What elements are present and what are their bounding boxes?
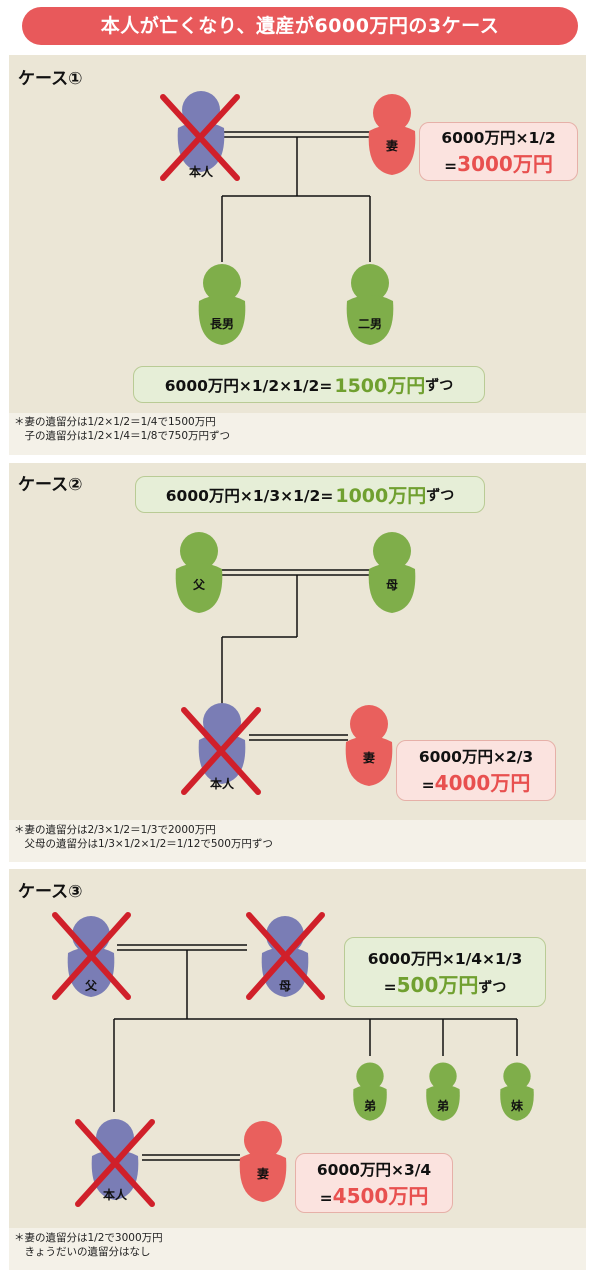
case1-wife-equals: = [444, 157, 458, 175]
case3-sibling-equals: = [383, 977, 397, 996]
case1-child-suffix: ずつ [425, 377, 454, 394]
case2-mother-figure [368, 532, 416, 613]
case3-sibling-share-box: 6000万円×1/4×1/3 =500万円ずつ [344, 937, 546, 1007]
case2-self-cross-icon [181, 707, 261, 795]
case3-brother2-name: 弟 [437, 1098, 449, 1113]
case2-wife-share-box: 6000万円×2/3 =4000万円 [396, 740, 556, 801]
case1-panel [9, 55, 586, 413]
case1-self-name: 本人 [189, 164, 214, 179]
case1-wife-formula: 6000万円×1/2 [441, 129, 556, 147]
case2-parent-result: 1000万円 [335, 485, 427, 507]
page-title: 本人が亡くなり、遺産が6000万円の3ケース [22, 7, 578, 45]
case2-wife-equals: = [421, 776, 435, 794]
case2-wife-name: 妻 [363, 750, 375, 765]
case1-note: ＊妻の遺留分は1/2×1/2＝1/4で1500万円 子の遺留分は1/2×1/4＝… [14, 416, 231, 442]
case3-note: ＊妻の遺留分は1/2で3000万円 きょうだいの遺留分はなし [14, 1232, 163, 1258]
case1-self-cross-icon [160, 94, 240, 181]
case1-wife-figure [368, 94, 416, 175]
case1-son1-figure [198, 264, 246, 345]
case3-brother1-name: 弟 [364, 1098, 376, 1113]
case3-label: ケース③ [18, 882, 83, 902]
case1-lines [221, 131, 371, 262]
case1-wife-result: 3000万円 [457, 152, 553, 176]
case3-sister-name: 妹 [510, 1098, 524, 1113]
case3-wife-result: 4500万円 [332, 1183, 429, 1208]
case2-father-figure [175, 532, 223, 613]
case2-parent-share-box: 6000万円×1/3×1/2=1000万円ずつ [135, 476, 485, 513]
case3-father-cross-icon [52, 912, 131, 1000]
case2-father-name: 父 [192, 578, 206, 592]
case3-wife-equals: = [319, 1188, 333, 1207]
case1-footnote-area [9, 413, 586, 455]
case2-note: ＊妻の遺留分は2/3×1/2＝1/3で2000万円 父母の遺留分は1/3×1/2… [14, 824, 273, 850]
case1-son1-name: 長男 [210, 316, 234, 331]
case1-child-formula: 6000万円×1/2×1/2= [164, 376, 333, 395]
case2-mother-name: 母 [386, 578, 398, 592]
case1-child-share-box: 6000万円×1/2×1/2=1500万円ずつ [133, 366, 485, 403]
case3-footnote-area [9, 1228, 586, 1270]
case3-sibling-suffix: ずつ [478, 979, 507, 996]
case3-lines [113, 944, 518, 1161]
case1-wife-name: 妻 [386, 138, 398, 153]
case3-wife-share-box: 6000万円×3/4 =4500万円 [295, 1153, 453, 1213]
case3-sibling-result: 500万円 [396, 972, 479, 997]
case2-wife-figure [345, 705, 393, 786]
case3-father-name: 父 [84, 979, 98, 993]
case2-footnote-area [9, 820, 586, 862]
case3-self-name: 本人 [103, 1187, 128, 1202]
case2-wife-formula: 6000万円×2/3 [418, 748, 534, 766]
case2-label: ケース② [18, 475, 83, 495]
case3-wife-name: 妻 [257, 1166, 269, 1181]
case3-sibling-formula: 6000万円×1/4×1/3 [367, 949, 523, 968]
case1-wife-share-box: 6000万円×1/2 =3000万円 [419, 122, 578, 181]
case2-parent-suffix: ずつ [426, 487, 455, 504]
case2-parent-formula: 6000万円×1/3×1/2= [165, 486, 334, 505]
case3-mother-cross-icon [246, 912, 325, 1000]
case2-lines [221, 569, 372, 741]
case2-wife-result: 4000万円 [434, 771, 531, 795]
case1-son2-name: 二男 [358, 317, 382, 331]
case1-son2-figure [346, 264, 394, 345]
case2-self-name: 本人 [210, 776, 235, 791]
case3-self-cross-icon [75, 1119, 155, 1207]
case3-mother-name: 母 [279, 979, 291, 993]
case1-child-result: 1500万円 [334, 375, 426, 397]
case1-label: ケース① [18, 69, 83, 89]
case3-wife-figure [239, 1121, 287, 1202]
case3-wife-formula: 6000万円×3/4 [316, 1160, 432, 1179]
